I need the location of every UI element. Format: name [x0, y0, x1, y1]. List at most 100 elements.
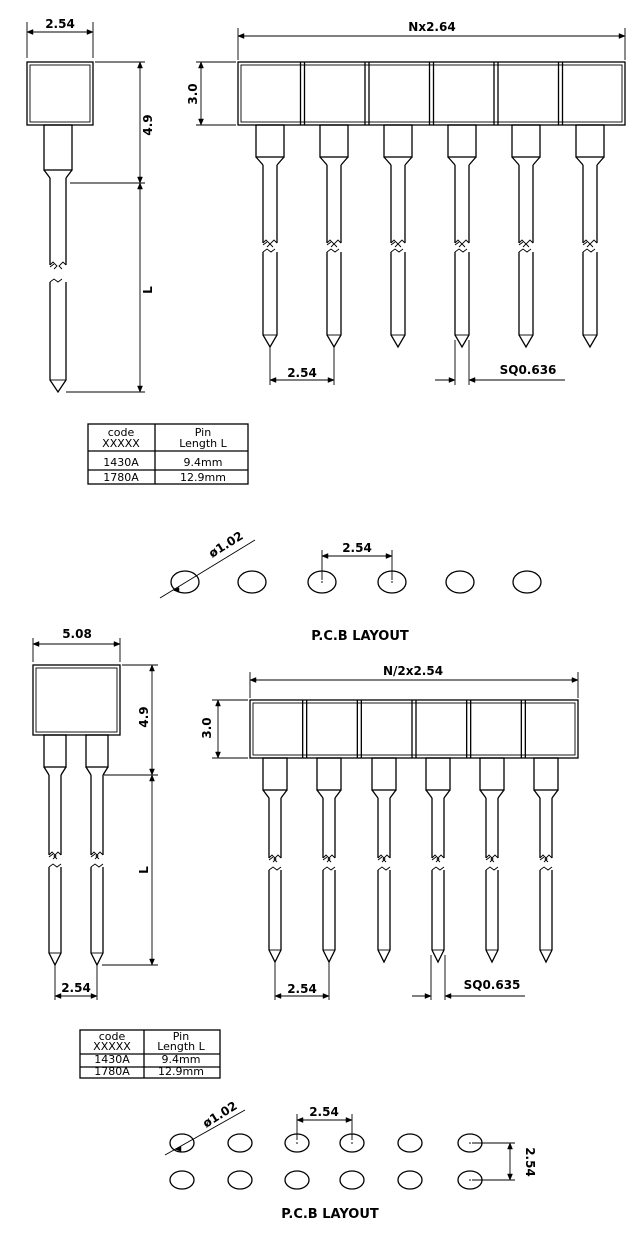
arrowhead: [137, 182, 143, 190]
top-hole-dia-label: ø1.02: [206, 529, 246, 561]
table-cell: 12.9mm: [158, 1065, 204, 1078]
bottom-front-pin-5-shaft-upper: [485, 798, 499, 858]
top-front-pin-6-taper: [575, 156, 605, 166]
pcb-hole: [169, 1170, 195, 1190]
bottom-side-pin-1-break-mark: [48, 851, 62, 860]
pcb-hole: [339, 1170, 365, 1190]
pcb-hole: [397, 1170, 423, 1190]
top-front-pin-3-shaft-upper: [390, 165, 406, 243]
pcb-hole: [397, 1133, 423, 1153]
bottom-side-pin-2-neck: [85, 734, 109, 768]
arrowhead: [198, 118, 204, 126]
arrowhead: [215, 751, 221, 759]
bottom-front-pin-1-taper: [262, 789, 288, 799]
bottom-side-pin-1-shaft-upper: [48, 775, 62, 855]
bottom-height-label: 4.9: [137, 706, 151, 727]
bottom-side-header-inner: [35, 667, 118, 733]
bottom-header-height-label: 3.0: [200, 717, 214, 738]
pcb-hole-center: [321, 581, 323, 583]
top-front-pin-3-taper: [383, 156, 413, 166]
top-side-pin-shaft-lower: [49, 282, 67, 394]
table-header: Pin: [173, 1030, 189, 1043]
top-height-label: 4.9: [141, 114, 155, 135]
top-front-pin-4-shaft-upper: [454, 165, 470, 243]
top-front-pin-5-neck: [511, 124, 541, 158]
arrowhead: [507, 1173, 513, 1181]
table-cell: 1430A: [94, 1053, 130, 1066]
top-pcb-title: P.C.B LAYOUT: [311, 629, 409, 644]
top-front-pin-2-neck: [319, 124, 349, 158]
top-side-pin-break-mark: [49, 261, 67, 270]
bottom-front-pin-1-break-edge: [268, 856, 282, 871]
pcb-hole: [227, 1133, 253, 1153]
bottom-pin-square-label: SQ0.635: [464, 978, 521, 992]
table-cell: 9.4mm: [162, 1053, 201, 1066]
bottom-front-pin-2-neck: [316, 757, 342, 791]
top-side-pin-neck: [43, 124, 73, 171]
bottom-front-pin-1-break-mark: [268, 854, 282, 863]
top-header-height-label: 3.0: [186, 83, 200, 104]
top-front-pin-3-neck: [383, 124, 413, 158]
top-front-pin-3-shaft-lower: [390, 252, 406, 349]
top-front-header-inner: [240, 64, 623, 123]
arrowhead: [322, 993, 330, 999]
table-cell: 12.9mm: [180, 471, 226, 484]
arrowhead: [321, 553, 329, 559]
arrowhead: [113, 641, 121, 647]
table-cell: 1780A: [103, 471, 139, 484]
arrowhead: [507, 1142, 513, 1150]
bottom-front-pin-5-shaft-lower: [485, 870, 499, 964]
bottom-front-pin-5-taper: [479, 789, 505, 799]
bottom-front-pin-2-shaft-lower: [322, 870, 336, 964]
bottom-front-pin-3-taper: [371, 789, 397, 799]
bottom-side-pin-1-shaft-lower: [48, 867, 62, 967]
top-side-pin-shaft-upper: [49, 178, 67, 265]
table-cell: 1780A: [94, 1065, 130, 1078]
top-front-pin-5-shaft-lower: [518, 252, 534, 349]
top-front-header: [237, 61, 626, 126]
arrowhead: [149, 958, 155, 966]
pcb-hole: [169, 1133, 195, 1153]
bottom-front-pin-6-shaft-upper: [539, 798, 553, 858]
pcb-hole: [237, 570, 267, 594]
table-cell: 1430A: [103, 456, 139, 469]
bottom-side-pin-2-break-edge: [90, 853, 104, 868]
bottom-front-pin-2-break-edge: [322, 856, 336, 871]
top-front-pin-1-shaft-lower: [262, 252, 278, 349]
arrowhead: [149, 774, 155, 782]
top-front-pin-1-shaft-upper: [262, 165, 278, 243]
bottom-front-pin-3-shaft-upper: [377, 798, 391, 858]
table-header: XXXXX: [102, 437, 140, 450]
top-front-pin-6-shaft-upper: [582, 165, 598, 243]
top-hole-dia-leader: [159, 539, 256, 599]
arrowhead: [345, 1117, 353, 1123]
bottom-pitch-label: 2.54: [287, 982, 317, 996]
bottom-side-pin-1-neck: [43, 734, 67, 768]
top-pcb-pitch-label: 2.54: [342, 541, 372, 555]
arrowhead: [249, 677, 257, 683]
bottom-side-pin-2-shaft-lower: [90, 867, 104, 967]
bottom-side-pin-2-break-mark: [90, 851, 104, 860]
bottom-front-pin-4-break-edge: [431, 856, 445, 871]
pcb-hole-center: [391, 581, 393, 583]
arrowhead: [618, 33, 626, 39]
table-header: Length L: [179, 437, 227, 450]
bottom-front-pin-3-break-mark: [377, 854, 391, 863]
top-front-pin-2-break-mark: [326, 239, 342, 248]
top-spec-table: code XXXXX Pin Length L 1430A 9.4mm 1780…: [102, 426, 227, 484]
arrowhead: [174, 1146, 182, 1152]
bottom-front-pin-4-break-mark: [431, 854, 445, 863]
top-front-pin-4-neck: [447, 124, 477, 158]
top-side-pin-break-edge: [49, 263, 63, 283]
arrowhead: [424, 993, 432, 999]
bottom-side-pin-1-break-edge: [48, 853, 62, 868]
arrowhead: [274, 993, 282, 999]
top-front-pin-4-break-mark: [454, 239, 470, 248]
arrowhead: [448, 377, 456, 383]
bottom-hole-dia-label: ø1.02: [200, 1099, 240, 1131]
arrowhead: [137, 61, 143, 69]
table-header: Length L: [157, 1040, 205, 1053]
bottom-length-label: L: [137, 866, 151, 874]
arrowhead: [26, 29, 34, 35]
